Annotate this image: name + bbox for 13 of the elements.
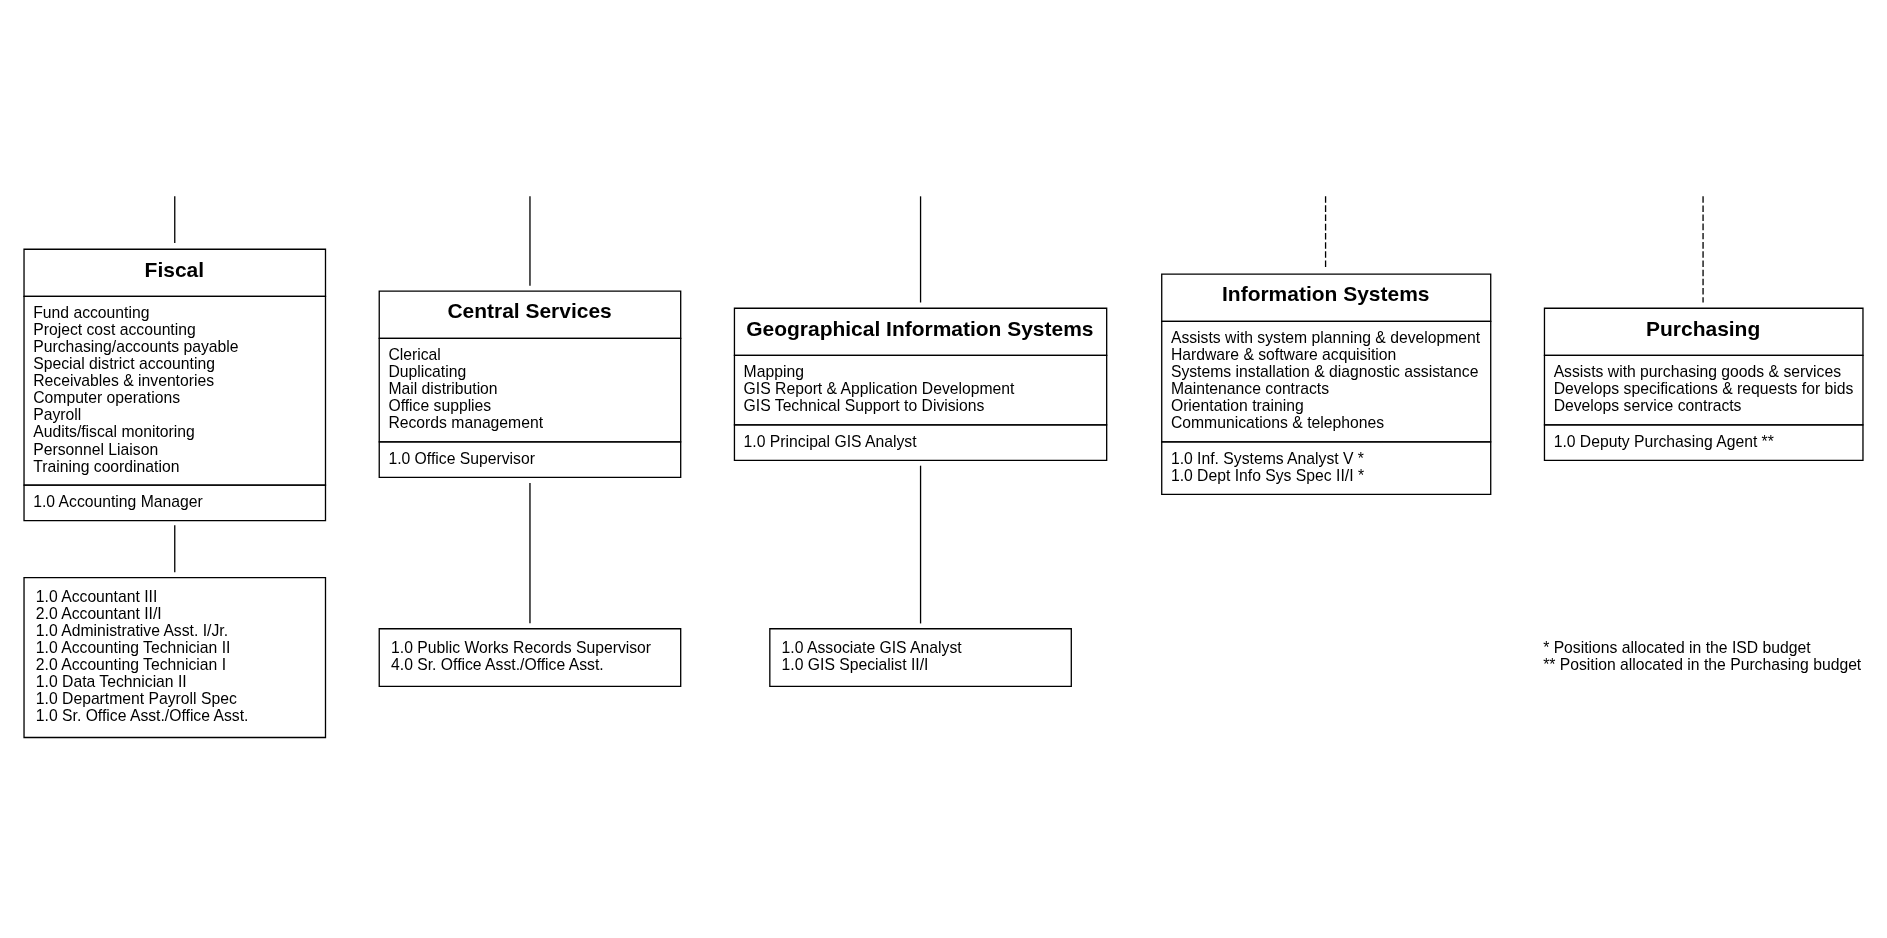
connector: [919, 195, 922, 304]
connector: [174, 524, 176, 573]
connector: [919, 465, 922, 625]
node-box: 1.0 Public Works Records Supervisor 4.0 Sr. Office Asst./Office Asst.: [378, 628, 682, 688]
node-box: 1.0 Accountant III 2.0 Accountant II/I 1.0 Administrative Asst. I/Jr. 1.0 Accounting Technician II 2.0 Accounting Technician I 1.0 Data Technician II 1.0 Department Payroll Spec 1.0 Sr. Office Asst./Office Asst.: [23, 576, 327, 739]
node-box: 1.0 Associate GIS Analyst 1.0 GIS Specialist II/I: [769, 628, 1072, 688]
connector: [174, 195, 176, 244]
connector: [1702, 195, 1704, 304]
connector: [1324, 195, 1327, 270]
label: ** Position allocated in the Purchasing budget: [1543, 656, 1862, 674]
label: * Positions allocated in the ISD budget: [1543, 639, 1811, 657]
connector: [529, 482, 531, 624]
connector: [529, 195, 531, 287]
